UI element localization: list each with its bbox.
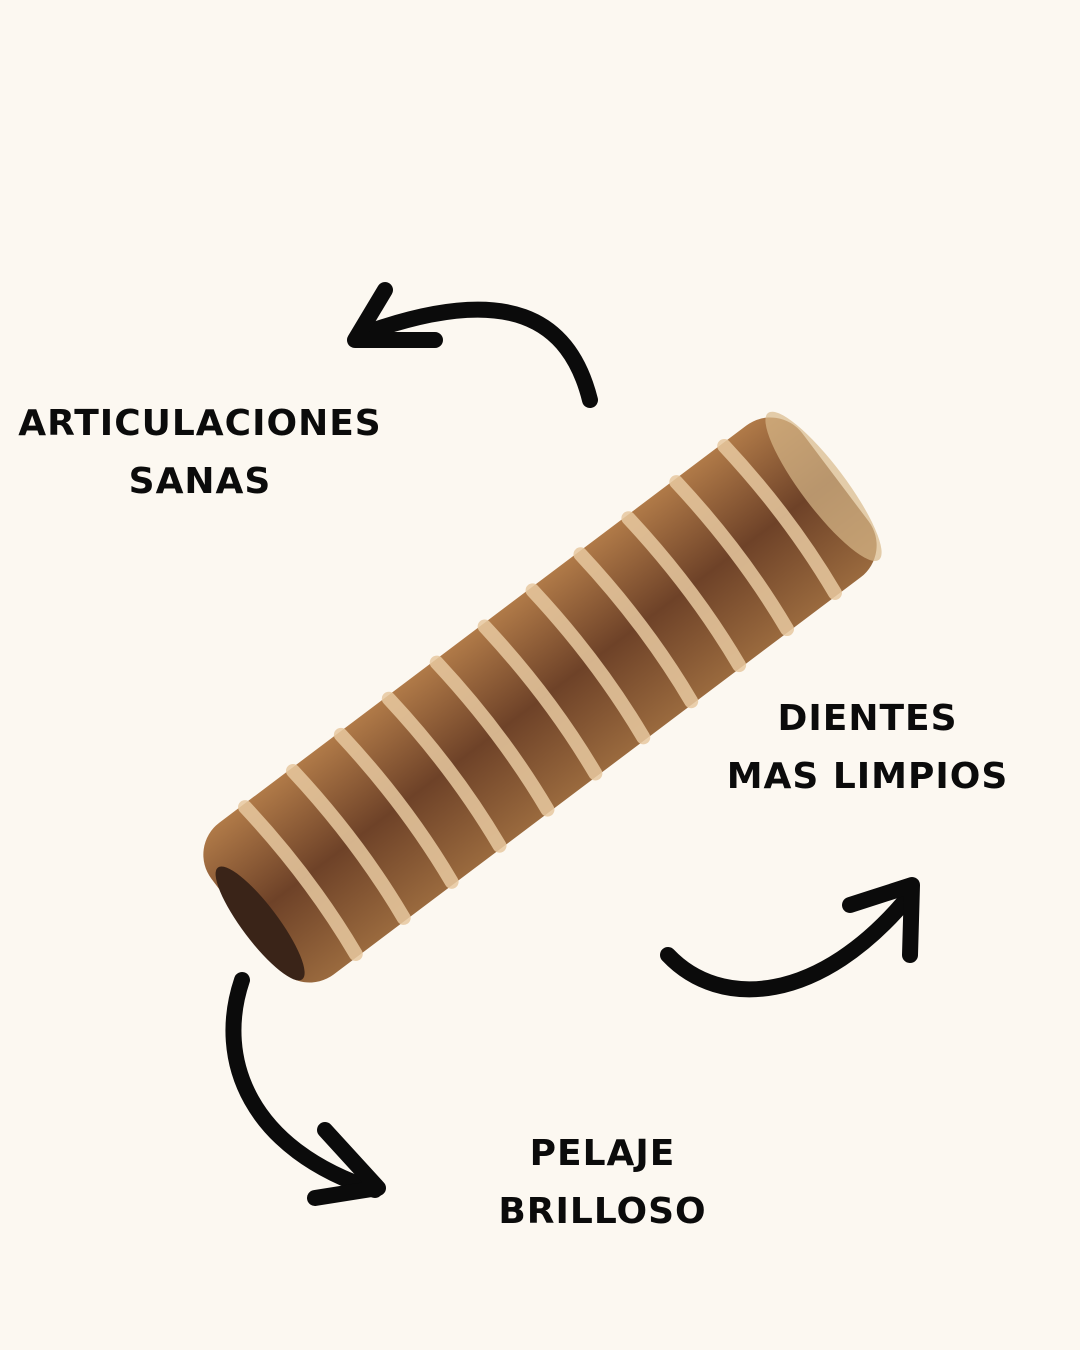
benefit-line: ARTICULACIONES <box>18 403 382 444</box>
benefit-label-joints: ARTICULACIONES SANAS <box>10 395 390 511</box>
benefit-line: DIENTES <box>777 698 958 739</box>
product-trachea-chew <box>203 411 882 983</box>
arrow-to-teeth-icon <box>660 877 920 998</box>
benefit-label-teeth: DIENTES MAS LIMPIOS <box>715 690 1020 806</box>
benefit-line: MAS LIMPIOS <box>726 756 1009 797</box>
benefit-line: SANAS <box>128 461 272 502</box>
arrow-to-coat-icon <box>225 972 386 1206</box>
benefit-line: PELAJE <box>529 1133 676 1174</box>
benefit-line: BRILLOSO <box>498 1191 707 1232</box>
benefit-label-coat: PELAJE BRILLOSO <box>490 1125 715 1241</box>
arrow-to-joints-icon <box>347 282 598 408</box>
